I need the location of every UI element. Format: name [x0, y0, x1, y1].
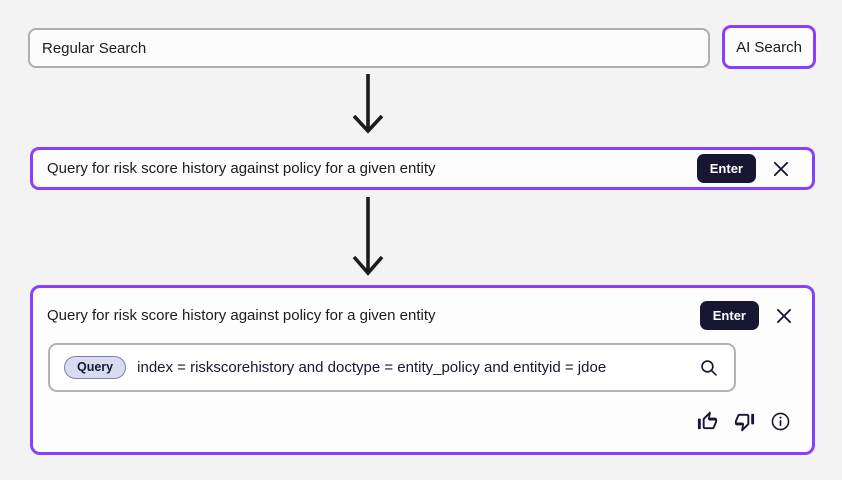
prompt-query-text: Query for risk score history against pol… — [47, 160, 436, 177]
search-icon[interactable] — [698, 357, 720, 379]
ai-search-label: AI Search — [736, 38, 802, 56]
feedback-bar — [696, 410, 791, 433]
result-query-text: Query for risk score history against pol… — [47, 307, 436, 324]
ai-search-prompt-box[interactable]: Query for risk score history against pol… — [30, 147, 815, 190]
ai-search-result-box: Query for risk score history against pol… — [30, 285, 815, 455]
arrow-down-icon — [352, 197, 384, 276]
result-header: Query for risk score history against pol… — [47, 301, 793, 330]
generated-query-field[interactable]: Query index = riskscorehistory and docty… — [48, 343, 736, 392]
prompt-actions: Enter — [696, 154, 790, 183]
enter-button[interactable]: Enter — [699, 301, 759, 330]
regular-search-input[interactable] — [28, 28, 710, 68]
query-pill[interactable]: Query — [64, 356, 127, 379]
thumbs-down-icon[interactable] — [733, 410, 756, 433]
generated-query-text: index = riskscorehistory and doctype = e… — [137, 359, 607, 376]
enter-button[interactable]: Enter — [696, 154, 756, 183]
result-actions: Enter — [699, 301, 793, 330]
close-icon[interactable] — [775, 307, 793, 325]
info-icon[interactable] — [770, 411, 791, 432]
close-icon[interactable] — [772, 160, 790, 178]
arrow-down-icon — [352, 74, 384, 134]
thumbs-up-icon[interactable] — [696, 410, 719, 433]
ai-search-button[interactable]: AI Search — [722, 25, 816, 69]
